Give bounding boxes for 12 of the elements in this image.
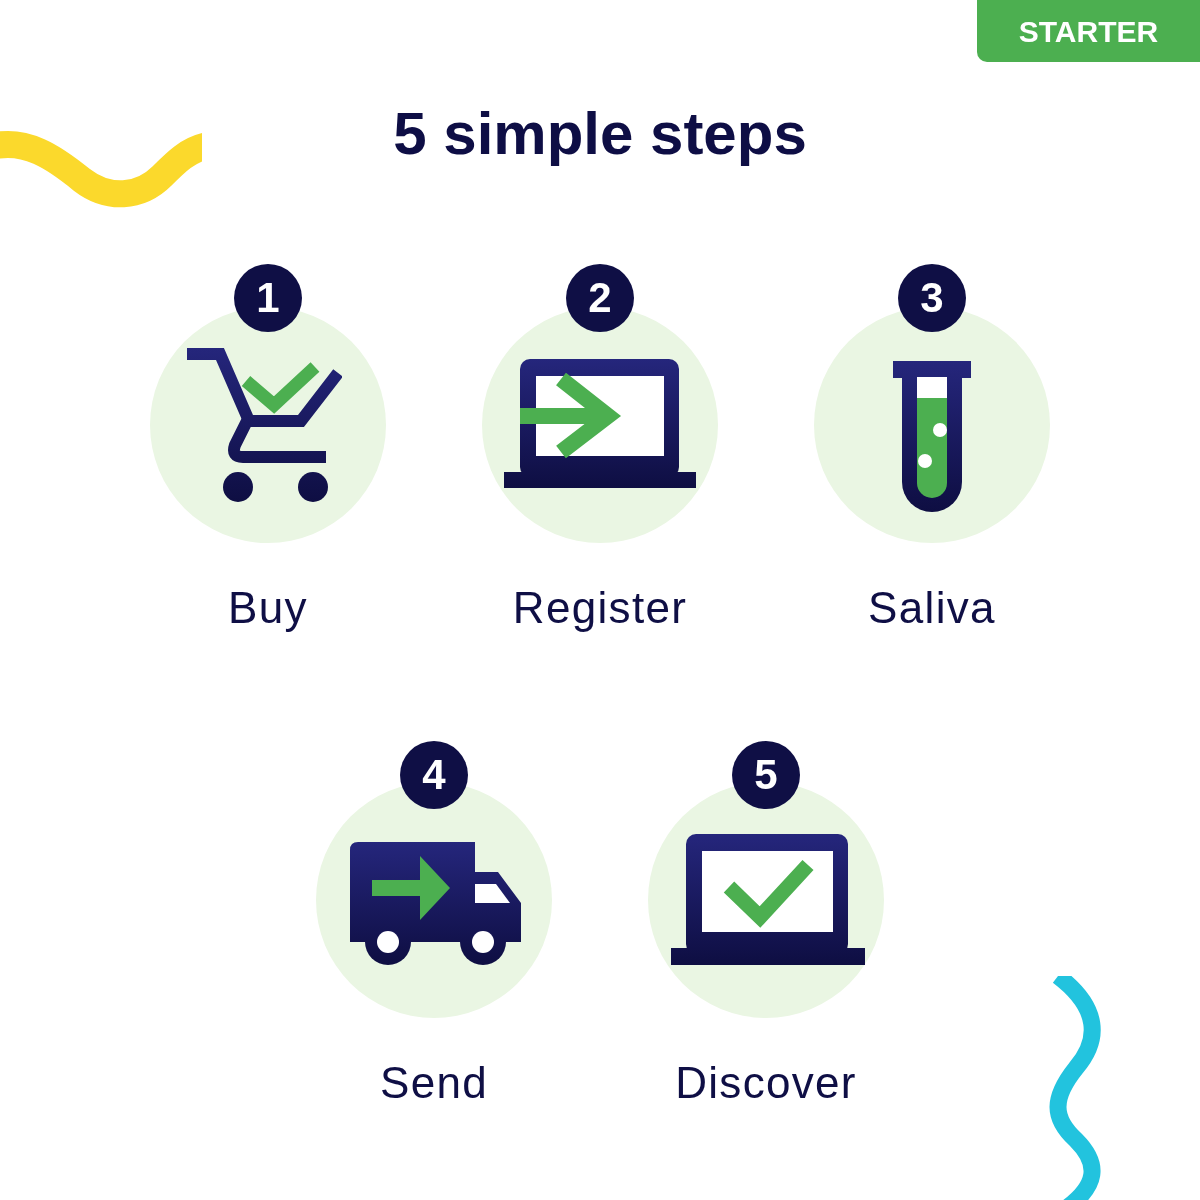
step-number-badge: 2 <box>566 264 634 332</box>
step-number-badge: 5 <box>732 741 800 809</box>
step-label: Register <box>512 583 688 633</box>
step-label: Discover <box>675 1058 857 1108</box>
step-label: Saliva <box>868 583 996 633</box>
step-label: Buy <box>228 583 308 633</box>
step-number-badge: 3 <box>898 264 966 332</box>
step-number-badge: 1 <box>234 264 302 332</box>
plan-tag: STARTER <box>977 0 1200 62</box>
step-number-badge: 4 <box>400 741 468 809</box>
title: 5 simple steps <box>393 99 807 169</box>
step-label: Send <box>379 1058 488 1108</box>
